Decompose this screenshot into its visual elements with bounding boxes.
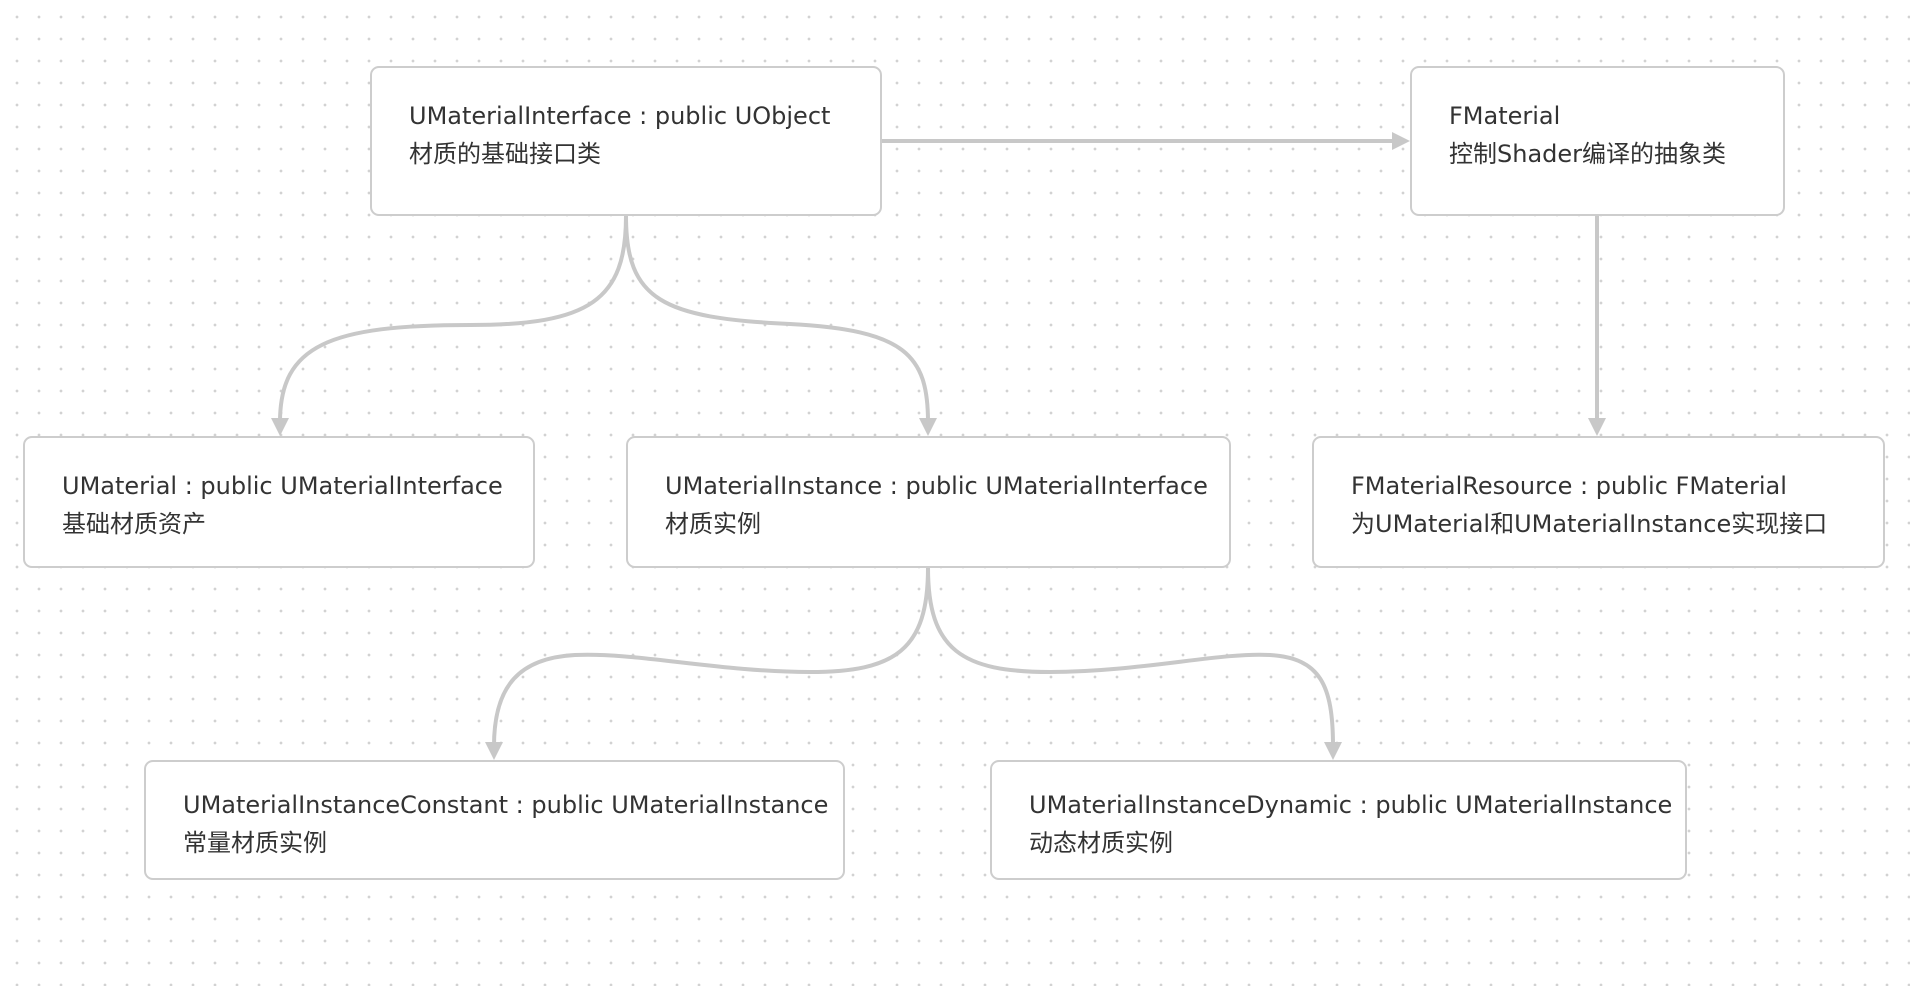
node-umaterialinstanceconstant[interactable]: UMaterialInstanceConstant : public UMate… [144,760,845,880]
node-description: 材质的基础接口类 [409,140,601,168]
node-description: 常量材质实例 [183,829,327,857]
arrowhead-fmaterialresource [1588,418,1606,436]
node-umaterialinterface[interactable]: UMaterialInterface : public UObject 材质的基… [370,66,882,216]
arrowhead-umaterialinstance [919,418,937,436]
node-umaterialinstance[interactable]: UMaterialInstance : public UMaterialInte… [626,436,1231,568]
node-umaterialinstancedynamic[interactable]: UMaterialInstanceDynamic : public UMater… [990,760,1687,880]
node-title: FMaterialResource : public FMaterial [1351,472,1787,500]
node-fmaterialresource[interactable]: FMaterialResource : public FMaterial 为UM… [1312,436,1885,568]
edge-umaterialinterface-to-umaterial [278,214,628,424]
arrowhead-umaterialinstanceconstant [485,742,503,760]
node-title: FMaterial [1449,102,1561,130]
arrowhead-umaterial [271,418,289,436]
node-title: UMaterialInstanceConstant : public UMate… [183,791,829,819]
node-description: 动态材质实例 [1029,829,1173,857]
node-description: 材质实例 [665,510,761,538]
arrowhead-umaterialinstancedynamic [1324,742,1342,760]
node-title: UMaterialInstanceDynamic : public UMater… [1029,791,1673,819]
node-title: UMaterial : public UMaterialInterface [62,472,503,500]
node-umaterial[interactable]: UMaterial : public UMaterialInterface 基础… [23,436,535,568]
edge-umaterialinterface-to-umaterialinstance [624,214,930,424]
node-description: 控制Shader编译的抽象类 [1449,140,1727,168]
node-title: UMaterialInterface : public UObject [409,102,831,130]
node-description: 为UMaterial和UMaterialInstance实现接口 [1351,510,1828,538]
edge-umaterialinstance-to-dynamic [926,566,1335,748]
node-fmaterial[interactable]: FMaterial 控制Shader编译的抽象类 [1410,66,1785,216]
node-title: UMaterialInstance : public UMaterialInte… [665,472,1208,500]
node-description: 基础材质资产 [62,510,206,538]
arrowhead-fmaterial [1392,132,1410,150]
edge-umaterialinstance-to-constant [492,566,930,748]
